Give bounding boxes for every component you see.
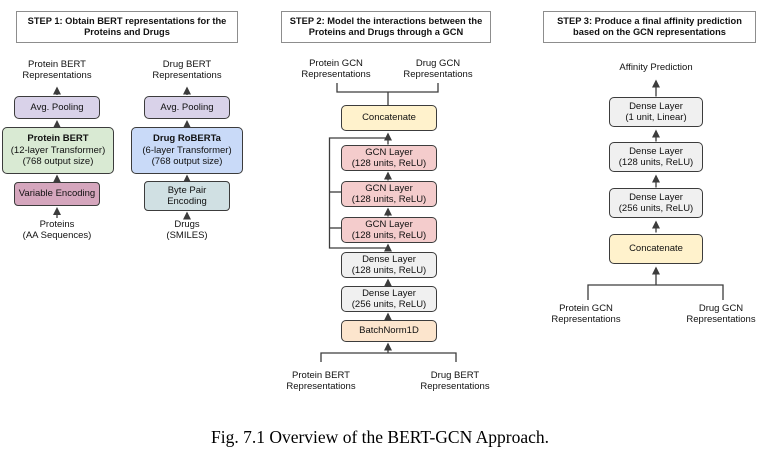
- node-sublabel: (128 units, ReLU): [618, 157, 694, 168]
- node-label: Dense Layer: [362, 253, 416, 265]
- node-label: Dense Layer: [362, 287, 416, 299]
- node-label: GCN Layer: [365, 218, 413, 230]
- label-protein-bert-representations: Protein BERT Representations: [12, 59, 102, 81]
- label-line: Representations: [403, 69, 473, 80]
- node-dense-layer-256-s3: Dense Layer (256 units, ReLU): [609, 188, 703, 218]
- node-avg-pooling-protein: Avg. Pooling: [14, 96, 100, 119]
- label-line: Protein BERT: [28, 59, 86, 70]
- label-line: Drug BERT: [162, 59, 212, 70]
- label-line: Drug BERT: [430, 370, 480, 381]
- header-line: STEP 1: Obtain BERT representations for …: [27, 15, 227, 26]
- label-proteins-input: Proteins (AA Sequences): [7, 219, 107, 241]
- node-title: Protein BERT: [27, 133, 89, 145]
- label-line: (AA Sequences): [22, 230, 92, 241]
- node-protein-bert: Protein BERT (12-layer Transformer) (768…: [2, 127, 114, 174]
- label-drug-gcn-representations-out: Drug GCN Representations: [393, 58, 483, 80]
- label-line: Drugs: [174, 219, 200, 230]
- label-line: Representations: [286, 381, 356, 392]
- step1-header: STEP 1: Obtain BERT representations for …: [16, 11, 238, 43]
- header-line: based on the GCN representations: [573, 27, 726, 37]
- node-concatenate-s3: Concatenate: [609, 234, 703, 264]
- step3-connectors: [587, 79, 724, 300]
- node-sublabel: (128 units, ReLU): [351, 194, 427, 205]
- step3-header: STEP 3: Produce a final affinity predict…: [543, 11, 756, 43]
- node-concatenate-gcn: Concatenate: [341, 105, 437, 131]
- label-line: Protein GCN: [559, 303, 613, 314]
- output-bracket: [336, 83, 439, 93]
- node-title: Drug RoBERTa: [153, 133, 221, 145]
- node-label: BatchNorm1D: [359, 325, 419, 337]
- node-sublabel: (768 output size): [151, 156, 223, 168]
- input-bracket: [587, 284, 724, 300]
- node-label: Concatenate: [629, 243, 683, 255]
- node-sublabel: (128 units, ReLU): [351, 158, 427, 169]
- label-protein-gcn-representations-in: Protein GCN Representations: [541, 303, 631, 325]
- label-affinity-prediction: Affinity Prediction: [604, 62, 708, 73]
- node-sublabel: (128 units, ReLU): [351, 265, 427, 276]
- node-label: Avg. Pooling: [30, 101, 84, 113]
- node-label: Byte Pair: [167, 184, 207, 196]
- label-line: Representations: [686, 314, 756, 325]
- skip-connection: [328, 137, 388, 249]
- node-label: Encoding: [167, 196, 207, 207]
- node-label: Variable Encoding: [18, 188, 96, 200]
- label-line: Representations: [551, 314, 621, 325]
- node-dense-layer-128: Dense Layer (128 units, ReLU): [341, 252, 437, 278]
- node-drug-roberta: Drug RoBERTa (6-layer Transformer) (768 …: [131, 127, 243, 174]
- label-drug-gcn-representations-in: Drug GCN Representations: [686, 303, 756, 325]
- header-line: Proteins and Drugs through a GCN: [308, 27, 464, 37]
- step1-connectors: [53, 86, 191, 220]
- node-label: Concatenate: [362, 112, 416, 124]
- label-line: Drug GCN: [415, 58, 461, 69]
- node-batchnorm1d: BatchNorm1D: [341, 320, 437, 342]
- node-label: Dense Layer: [629, 100, 683, 112]
- node-avg-pooling-drug: Avg. Pooling: [144, 96, 230, 119]
- label-line: Protein BERT: [292, 370, 350, 381]
- label-drug-bert-representations-in: Drug BERT Representations: [410, 370, 500, 392]
- node-sublabel: (256 units, ReLU): [351, 299, 427, 310]
- node-label: Dense Layer: [629, 191, 683, 203]
- header-line: STEP 2: Model the interactions between t…: [289, 15, 483, 26]
- label-line: Drug GCN: [698, 303, 744, 314]
- node-sublabel: (6-layer Transformer): [142, 144, 232, 156]
- node-label: GCN Layer: [365, 182, 413, 194]
- figure-caption: Fig. 7.1 Overview of the BERT-GCN Approa…: [210, 427, 550, 447]
- node-variable-encoding: Variable Encoding: [14, 182, 100, 206]
- label-drug-bert-representations: Drug BERT Representations: [142, 59, 232, 81]
- node-label: Avg. Pooling: [160, 101, 214, 113]
- node-dense-layer-128-s3: Dense Layer (128 units, ReLU): [609, 142, 703, 172]
- node-sublabel: (256 units, ReLU): [618, 203, 694, 214]
- label-line: Protein GCN: [309, 58, 363, 69]
- label-line: Representations: [301, 69, 371, 80]
- label-line: (SMILES): [166, 230, 208, 241]
- step2-header: STEP 2: Model the interactions between t…: [281, 11, 491, 43]
- label-line: Affinity Prediction: [619, 62, 693, 73]
- label-protein-bert-representations-in: Protein BERT Representations: [276, 370, 366, 392]
- step2-connectors: [320, 83, 457, 362]
- label-line: Representations: [22, 70, 92, 81]
- node-sublabel: (1 unit, Linear): [625, 112, 687, 123]
- node-gcn-layer-3: GCN Layer (128 units, ReLU): [341, 217, 437, 243]
- node-gcn-layer-1: GCN Layer (128 units, ReLU): [341, 145, 437, 171]
- node-byte-pair-encoding: Byte Pair Encoding: [144, 181, 230, 211]
- node-gcn-layer-2: GCN Layer (128 units, ReLU): [341, 181, 437, 207]
- label-drugs-input: Drugs (SMILES): [137, 219, 237, 241]
- label-line: Proteins: [39, 219, 75, 230]
- label-line: Representations: [152, 70, 222, 81]
- node-sublabel: (768 output size): [22, 156, 94, 168]
- node-sublabel: (12-layer Transformer): [10, 144, 106, 156]
- input-bracket: [320, 352, 457, 362]
- node-dense-layer-1unit: Dense Layer (1 unit, Linear): [609, 97, 703, 127]
- node-label: GCN Layer: [365, 146, 413, 158]
- node-dense-layer-256: Dense Layer (256 units, ReLU): [341, 286, 437, 312]
- label-line: Representations: [420, 381, 490, 392]
- node-sublabel: (128 units, ReLU): [351, 230, 427, 241]
- header-line: STEP 3: Produce a final affinity predict…: [557, 15, 742, 26]
- label-protein-gcn-representations-out: Protein GCN Representations: [291, 58, 381, 80]
- node-label: Dense Layer: [629, 145, 683, 157]
- header-line: Proteins and Drugs: [84, 27, 170, 37]
